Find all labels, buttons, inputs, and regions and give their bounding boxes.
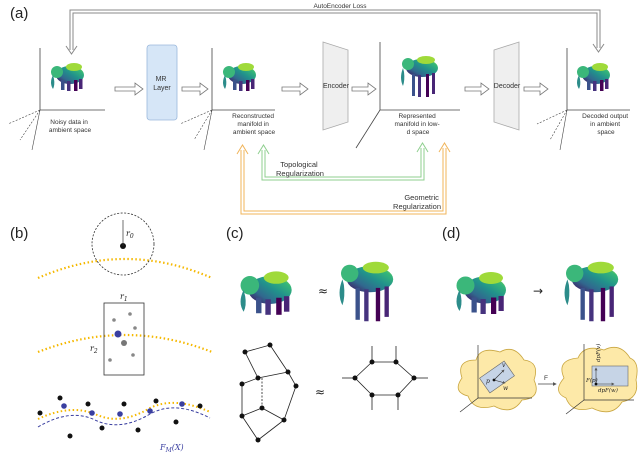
noisy-caption: Noisy data in ambient space: [49, 119, 92, 134]
r1-label: r1: [120, 292, 128, 303]
arrow-to-reconstructed: [181, 82, 209, 96]
panel-label-a: (a): [10, 5, 28, 22]
box-radius-r1-r2: [37, 302, 213, 376]
decoder-block: [493, 41, 520, 131]
decoded-output-plot: [536, 48, 630, 151]
geometric-regularization-label: Geometric Regularization: [393, 193, 441, 211]
tangent-cloud-source: [457, 345, 537, 413]
panel-label-c: (c): [226, 225, 244, 242]
map-f-label: F: [544, 375, 548, 382]
approx-symbol-bottom: ≈: [315, 385, 325, 399]
approx-symbol-top: ≈: [318, 284, 328, 298]
mr-layer-box: [146, 44, 178, 121]
ball-radius-r0: [37, 212, 213, 280]
p-label: p: [486, 378, 490, 385]
panel-label-b: (b): [10, 225, 28, 242]
arrow-to-represented: [351, 82, 377, 96]
fm-label: FM(X): [159, 443, 184, 454]
mammoth-original-c: [240, 271, 292, 315]
r0-label: r0: [126, 229, 134, 240]
hexagon-graph: [342, 346, 428, 410]
w-label: w: [503, 385, 509, 392]
mammoth-represented-c: [339, 261, 394, 322]
decoded-caption: Decoded output in ambient space: [582, 113, 630, 136]
autoencoder-loss-arrow: [65, 9, 605, 55]
dfv-label: dpF(v): [595, 344, 602, 362]
v-label: v: [502, 362, 506, 369]
decoder-label: Decoder: [494, 83, 521, 90]
autoencoder-loss-label: AutoEncoder Loss: [313, 3, 367, 10]
encoder-label: Encoder: [323, 83, 350, 90]
reconstructed-manifold-plot: [179, 48, 275, 151]
dfw-label: dpF(w): [598, 387, 618, 394]
arrow-to-encoder: [281, 82, 309, 96]
mr-layer-label: MR Layer: [153, 76, 171, 92]
arrow-to-decoded: [523, 82, 549, 96]
arrow-to-decoder: [464, 82, 490, 96]
cube-graph: [239, 342, 299, 443]
mammoth-original-d: [456, 272, 506, 314]
topological-regularization-arrow: [257, 142, 429, 181]
tangent-cloud-target: [558, 344, 638, 415]
fitted-manifold: [37, 395, 211, 439]
represented-caption: Represented manifold in low- d space: [395, 113, 442, 136]
map-arrow-top: →: [533, 284, 543, 298]
reconstructed-caption: Reconstructed manifold in ambient space: [232, 113, 276, 136]
encoder-block: [322, 41, 349, 131]
arrow-to-mr-layer: [114, 82, 144, 96]
noisy-data-plot: [7, 48, 105, 151]
mammoth-represented-d: [564, 261, 619, 322]
fp-label: F(p): [585, 377, 598, 384]
topological-regularization-label: Topological Regularization: [276, 160, 324, 178]
r2-label: r2: [90, 344, 98, 355]
panel-label-d: (d): [442, 225, 460, 242]
geometric-regularization-arrow: [236, 142, 451, 215]
represented-manifold-plot: [355, 42, 460, 149]
